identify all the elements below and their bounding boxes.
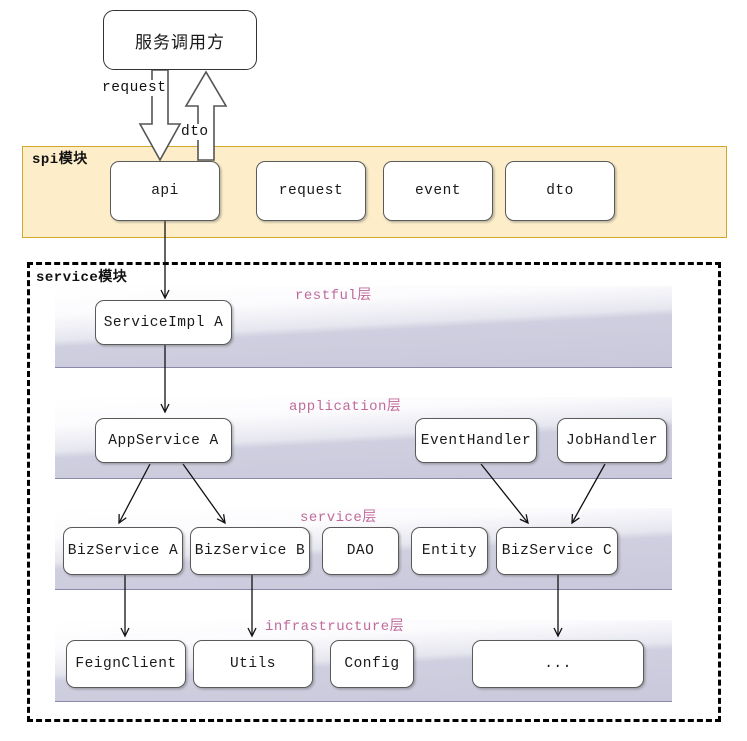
layer-label-infrastructure: infrastructure层 <box>265 619 405 635</box>
layer-box-feignclient[interactable]: FeignClient <box>66 640 186 688</box>
service-module-container <box>27 262 721 722</box>
layer-box-eventhandler[interactable]: EventHandler <box>415 418 537 463</box>
layer-box-bizservice-c[interactable]: BizService C <box>496 527 618 575</box>
edge-label-request: request <box>102 80 167 96</box>
layer-box-bizservice-b-label: BizService B <box>194 543 306 559</box>
layer-box-config[interactable]: Config <box>330 640 414 688</box>
layer-box-eventhandler-label: EventHandler <box>420 432 532 449</box>
layer-box-utils-label: Utils <box>229 656 276 672</box>
layer-box-serviceimpl-a[interactable]: ServiceImpl A <box>95 300 232 345</box>
service-module-title: service模块 <box>36 270 128 286</box>
spi-box-request-label: request <box>278 183 344 199</box>
service-caller-box[interactable]: 服务调用方 <box>103 10 257 70</box>
layer-box-feignclient-label: FeignClient <box>75 656 177 672</box>
layer-box-dao-label: DAO <box>346 543 375 559</box>
layer-box-etc-label: ... <box>544 656 572 672</box>
layer-box-appservice-a-label: AppService A <box>108 432 219 449</box>
spi-box-event-label: event <box>414 183 461 199</box>
spi-box-event[interactable]: event <box>383 161 493 221</box>
layer-box-etc[interactable]: ... <box>472 640 644 688</box>
layer-box-utils[interactable]: Utils <box>193 640 313 688</box>
layer-box-bizservice-a[interactable]: BizService A <box>63 527 183 575</box>
edge-label-dto: dto <box>181 124 209 140</box>
layer-box-bizservice-c-label: BizService C <box>501 543 613 559</box>
spi-box-dto-label: dto <box>546 183 574 199</box>
layer-box-entity[interactable]: Entity <box>411 527 488 575</box>
spi-box-api[interactable]: api <box>110 161 220 221</box>
layer-label-service: service层 <box>300 510 377 526</box>
spi-box-api-label: api <box>151 183 179 199</box>
layer-box-bizservice-a-label: BizService A <box>67 543 179 559</box>
layer-box-jobhandler-label: JobHandler <box>565 432 658 449</box>
layer-box-entity-label: Entity <box>421 543 478 559</box>
layer-box-dao[interactable]: DAO <box>322 527 399 575</box>
layer-box-config-label: Config <box>344 656 400 672</box>
layer-box-jobhandler[interactable]: JobHandler <box>557 418 667 463</box>
spi-box-dto[interactable]: dto <box>505 161 615 221</box>
layer-box-bizservice-b[interactable]: BizService B <box>190 527 310 575</box>
layer-label-application: application层 <box>289 399 402 415</box>
spi-module-title: spi模块 <box>32 152 88 168</box>
layer-box-serviceimpl-a-label: ServiceImpl A <box>103 314 224 331</box>
spi-box-request[interactable]: request <box>256 161 366 221</box>
layer-box-appservice-a[interactable]: AppService A <box>95 418 232 463</box>
service-caller-label: 服务调用方 <box>135 32 225 52</box>
layer-label-restful: restful层 <box>295 288 372 304</box>
layer-band-restful <box>55 286 672 368</box>
